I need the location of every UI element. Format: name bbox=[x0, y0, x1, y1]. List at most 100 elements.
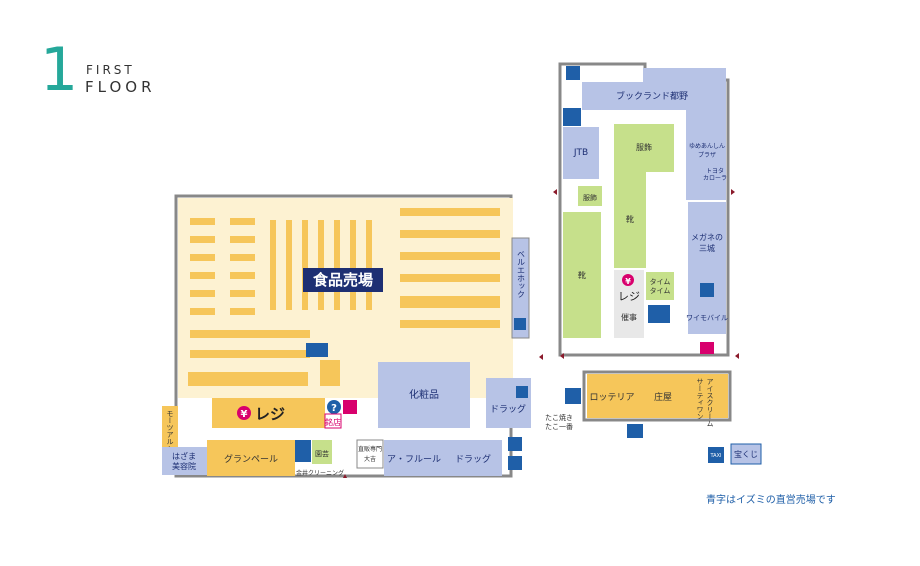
granpere-store[interactable] bbox=[207, 440, 295, 476]
yumeanshin-label-2: プラザ bbox=[698, 152, 716, 159]
event-label: 催事 bbox=[621, 312, 637, 322]
legend-note: 青字はイズミの直営売場です bbox=[706, 495, 836, 506]
timetime-label: タイム bbox=[650, 277, 671, 286]
register-area[interactable] bbox=[212, 398, 325, 428]
megane-label: メガネの bbox=[691, 232, 723, 242]
shelf-bar bbox=[400, 208, 500, 216]
direct-store[interactable] bbox=[356, 439, 384, 469]
hazama-label: はざま bbox=[172, 451, 196, 461]
megane-label-2: 三城 bbox=[699, 244, 715, 253]
right-building: ブックランド都野 JTB 服飾 靴 服飾 靴 ゆめあんしん プラザ トヨタ カロ… bbox=[553, 62, 739, 359]
shelf-bar bbox=[230, 290, 255, 297]
shelf-bottom-2 bbox=[320, 360, 340, 386]
cosmetics-label: 化粧品 bbox=[409, 388, 439, 401]
shoya-label: 庄屋 bbox=[654, 391, 672, 403]
ymobile-label: ワイモバイル bbox=[686, 314, 728, 322]
floor-word-first: FIRST bbox=[86, 63, 135, 77]
afleur-store[interactable] bbox=[384, 440, 444, 476]
shelf-bar bbox=[190, 272, 215, 279]
fashion2-store[interactable] bbox=[578, 186, 602, 206]
entrance-marker-4 bbox=[731, 189, 735, 195]
shelf-bottom bbox=[188, 372, 308, 386]
timetime-store[interactable] bbox=[646, 272, 674, 300]
drug-store[interactable] bbox=[486, 378, 531, 428]
shoya-store[interactable] bbox=[637, 374, 689, 418]
shelf-bar bbox=[318, 220, 324, 310]
takarakuji-store[interactable] bbox=[730, 443, 762, 465]
shelf-bar bbox=[190, 236, 215, 243]
direct-label: 直販専門 bbox=[358, 445, 382, 453]
info-icon bbox=[327, 400, 341, 414]
shelf-bar bbox=[286, 220, 292, 310]
shelf-bar bbox=[400, 320, 500, 328]
toyota-store[interactable] bbox=[705, 165, 726, 183]
drug2-store[interactable] bbox=[444, 440, 502, 476]
icecream-store[interactable] bbox=[689, 374, 728, 418]
yen-icon-right bbox=[622, 274, 634, 286]
shelf-bar bbox=[190, 218, 215, 225]
lotteria-label: ロッテリア bbox=[589, 392, 634, 403]
smoking-icon bbox=[627, 424, 643, 438]
engei-store[interactable] bbox=[312, 440, 332, 464]
shelf-bar bbox=[270, 220, 276, 310]
mortart-store[interactable] bbox=[162, 406, 178, 451]
takoyaki-label-2: たこ一番 bbox=[545, 423, 573, 431]
taxi-label: TAXI bbox=[710, 453, 722, 459]
toyota-label: トヨタ bbox=[706, 167, 724, 175]
building-icon bbox=[566, 66, 580, 80]
shinmei-box[interactable] bbox=[324, 413, 342, 429]
bellehook-store[interactable] bbox=[511, 237, 530, 339]
entrance-marker-6 bbox=[560, 353, 564, 359]
lotteria-store[interactable] bbox=[587, 374, 637, 418]
escalator-icon bbox=[306, 343, 328, 357]
bellehook-label: ベルエホック bbox=[517, 250, 526, 298]
shelf-bar bbox=[230, 308, 255, 315]
locker-icon bbox=[565, 388, 581, 404]
hazama-label-2: 美容院 bbox=[172, 461, 196, 471]
shoes2-label: 靴 bbox=[626, 214, 634, 224]
takarakuji-label: 宝くじ bbox=[734, 449, 758, 459]
drug-label: ドラッグ bbox=[490, 403, 526, 415]
drug2-label: ドラッグ bbox=[455, 453, 491, 465]
shelf-bar bbox=[334, 220, 340, 310]
shelf-bar bbox=[400, 230, 500, 238]
shoes2-store[interactable] bbox=[614, 172, 646, 268]
shelf-bar bbox=[190, 308, 215, 315]
shelf-bar bbox=[190, 350, 310, 358]
takoyaki-label: たこ焼き bbox=[545, 413, 573, 422]
jtb-label: JTB bbox=[573, 148, 588, 158]
floor-word-floor: FLOOR bbox=[85, 78, 156, 96]
shelf-bar bbox=[230, 272, 255, 279]
shelf-bar bbox=[350, 220, 356, 310]
yumeanshin-label: ゆめあんしん bbox=[689, 143, 725, 150]
jtb-store[interactable] bbox=[563, 127, 599, 179]
granpere-label: グランペール bbox=[224, 453, 278, 465]
kaneko-label: 金井クリーニング bbox=[296, 469, 344, 477]
entrance-marker-5 bbox=[735, 353, 739, 359]
shelf-bar bbox=[230, 236, 255, 243]
icecream-label: サーティワン bbox=[696, 378, 704, 420]
icecream-label-2: アイスクリーム bbox=[706, 378, 714, 427]
hazama-store[interactable] bbox=[162, 447, 207, 475]
entrance-marker-2 bbox=[539, 354, 543, 360]
shoes1-store[interactable] bbox=[563, 212, 601, 338]
elevator-icon-left bbox=[295, 440, 311, 462]
cosmetics-store[interactable] bbox=[378, 362, 470, 428]
yen-icon-glyph: ¥ bbox=[241, 409, 248, 420]
entrance-marker bbox=[343, 474, 347, 478]
shelf-bar bbox=[366, 220, 372, 310]
fashion1-store[interactable] bbox=[614, 124, 674, 172]
coin-locker-icon bbox=[514, 318, 526, 330]
food-shelves bbox=[190, 208, 500, 358]
restroom-icon-left bbox=[508, 437, 522, 451]
shelf-bar bbox=[302, 220, 308, 310]
fashion1-label: 服飾 bbox=[636, 142, 652, 152]
shelf-bar bbox=[230, 218, 255, 225]
yen-icon-right-glyph: ¥ bbox=[625, 277, 631, 286]
yen-icon bbox=[237, 406, 251, 420]
megane-store[interactable] bbox=[688, 202, 726, 282]
shelf-bar bbox=[400, 300, 500, 308]
restroom-icon-right bbox=[563, 108, 581, 126]
fashion2-label: 服飾 bbox=[583, 193, 597, 202]
